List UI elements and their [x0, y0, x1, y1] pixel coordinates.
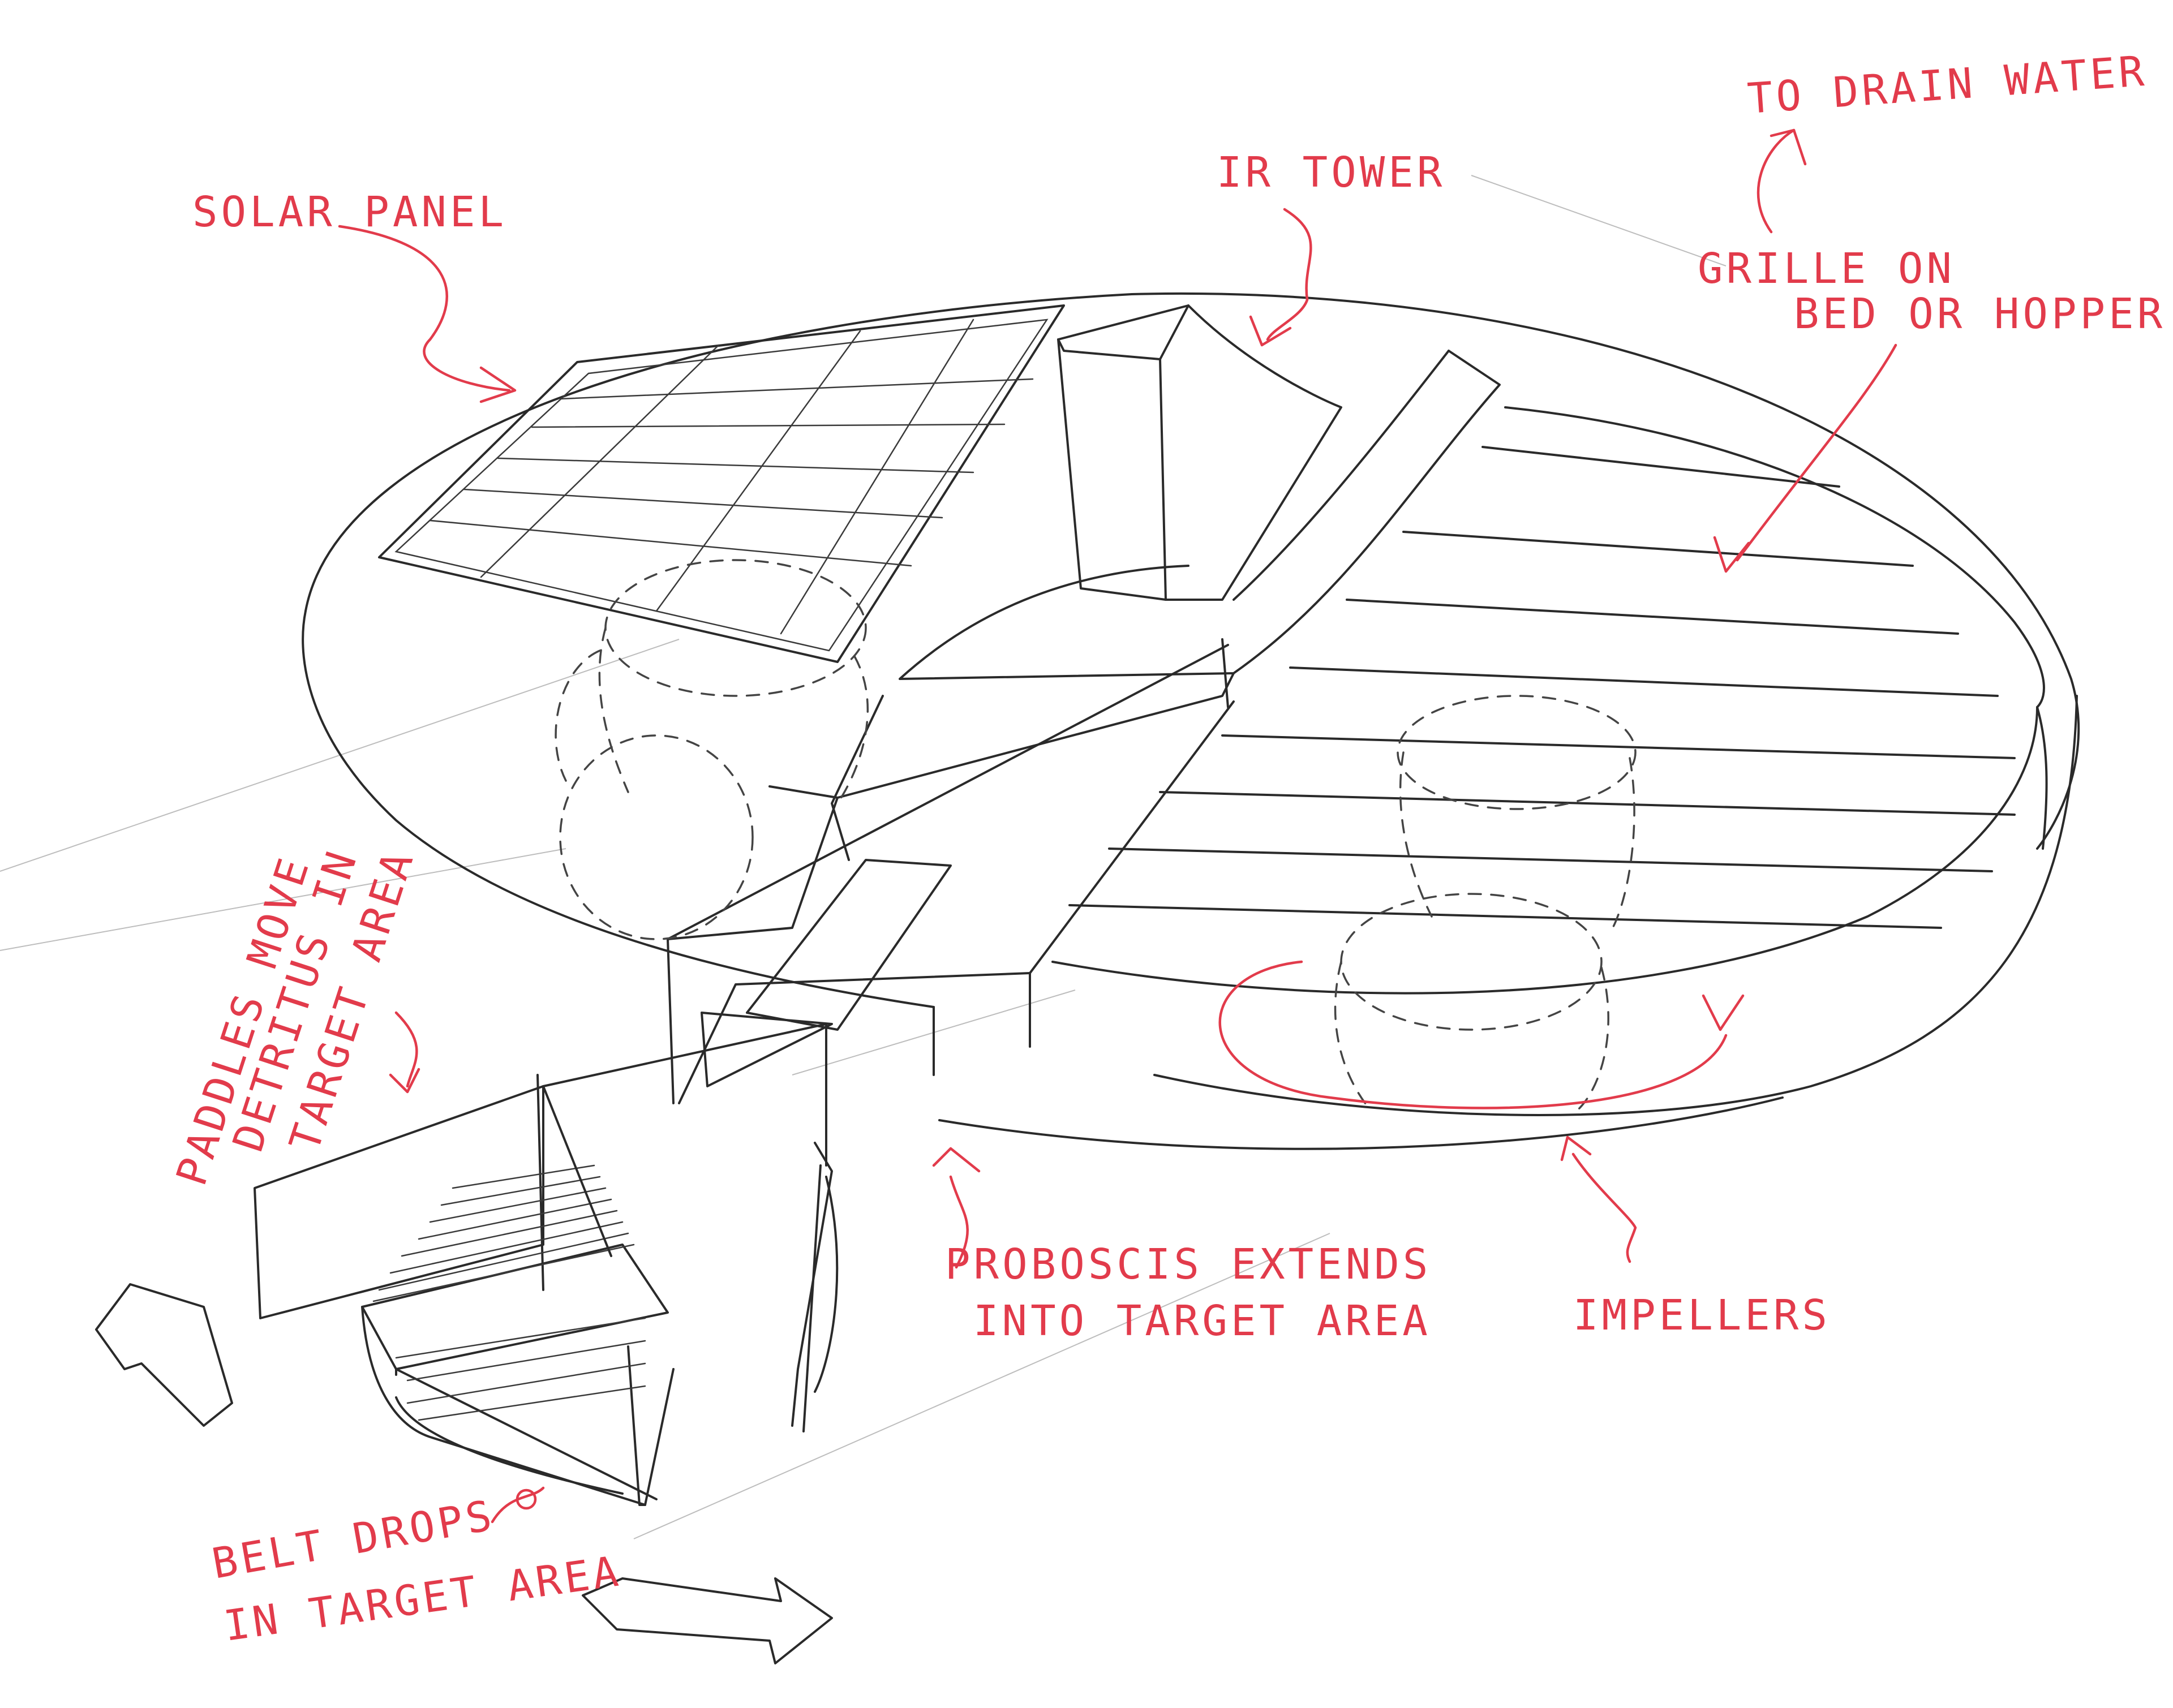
drain-water-leader — [1757, 128, 1796, 234]
label-to-drain-water: TO DRAIN WATER — [1746, 47, 2149, 123]
left-motion-arrow — [95, 1283, 233, 1427]
label-ir-tower: IR TOWER — [1217, 148, 1445, 197]
device-base — [302, 292, 2080, 1150]
proboscis-leader — [949, 1175, 969, 1269]
belt-leader — [491, 1486, 545, 1524]
ir-tower-leader — [1266, 208, 1312, 341]
impeller-rotation-arrow — [1218, 960, 1728, 1109]
label-grille-line2: BED OR HOPPER — [1794, 290, 2166, 338]
grille-leader — [1736, 343, 1897, 562]
label-solar-panel: SOLAR PANEL — [192, 188, 507, 236]
grille-bed — [1068, 446, 2016, 929]
ir-tower — [1057, 304, 1342, 601]
annotation-labels: SOLAR PANEL IR TOWER TO DRAIN WATER GRIL… — [167, 47, 2166, 1651]
solar-panel — [378, 304, 1065, 663]
label-impellers: IMPELLERS — [1573, 1291, 1831, 1340]
hidden-impellers — [555, 559, 1637, 1110]
label-proboscis-line1: PROBOSCIS EXTENDS — [945, 1240, 1431, 1289]
bottom-motion-arrow — [582, 1577, 833, 1664]
annotation-arrows — [338, 128, 1897, 1524]
belt-conveyor — [361, 1023, 827, 1506]
motion-arrows — [95, 1283, 833, 1664]
label-proboscis-line2: INTO TARGET AREA — [973, 1297, 1431, 1345]
label-grille-line1: GRILLE ON — [1698, 244, 1955, 293]
belt-slats — [372, 1164, 646, 1421]
solar-panel-leader — [338, 225, 511, 392]
impellers-leader — [1571, 1152, 1637, 1263]
paddles — [254, 1074, 839, 1432]
paddles-leader — [394, 1011, 418, 1088]
proboscis-arm — [667, 350, 1501, 1104]
